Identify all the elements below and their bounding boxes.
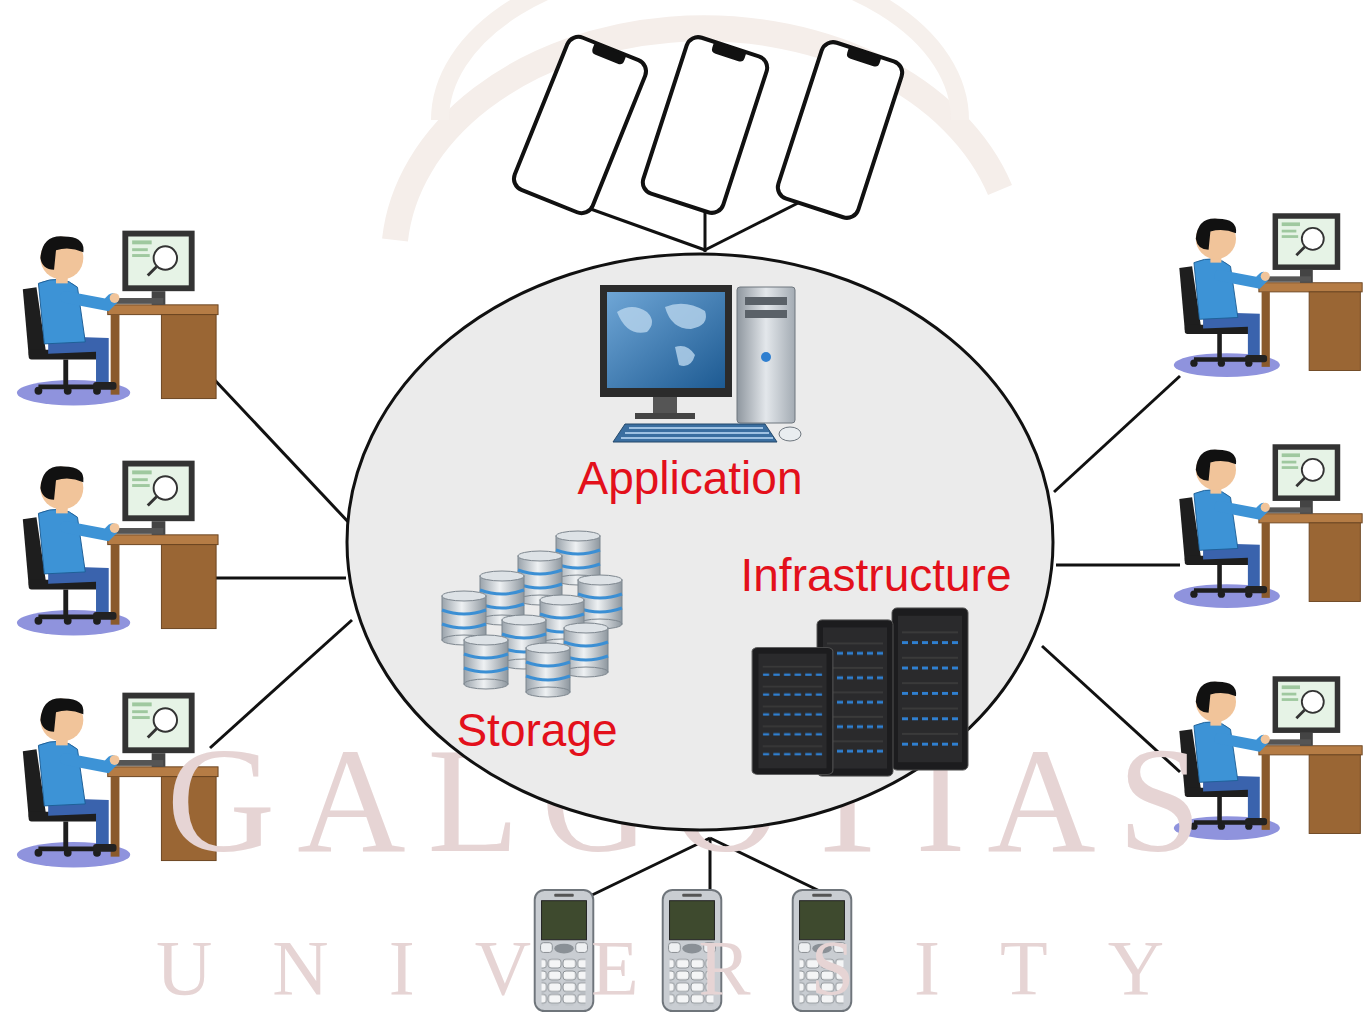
watermark-text: UNIVERSITY [156,929,1224,1007]
component-label: Application [577,453,802,504]
component-label: Infrastructure [741,550,1012,601]
component-label: Storage [456,705,617,756]
cloud-outline [345,252,1055,832]
cloud-ellipse: ApplicationInfrastructureStorage [345,252,1055,832]
